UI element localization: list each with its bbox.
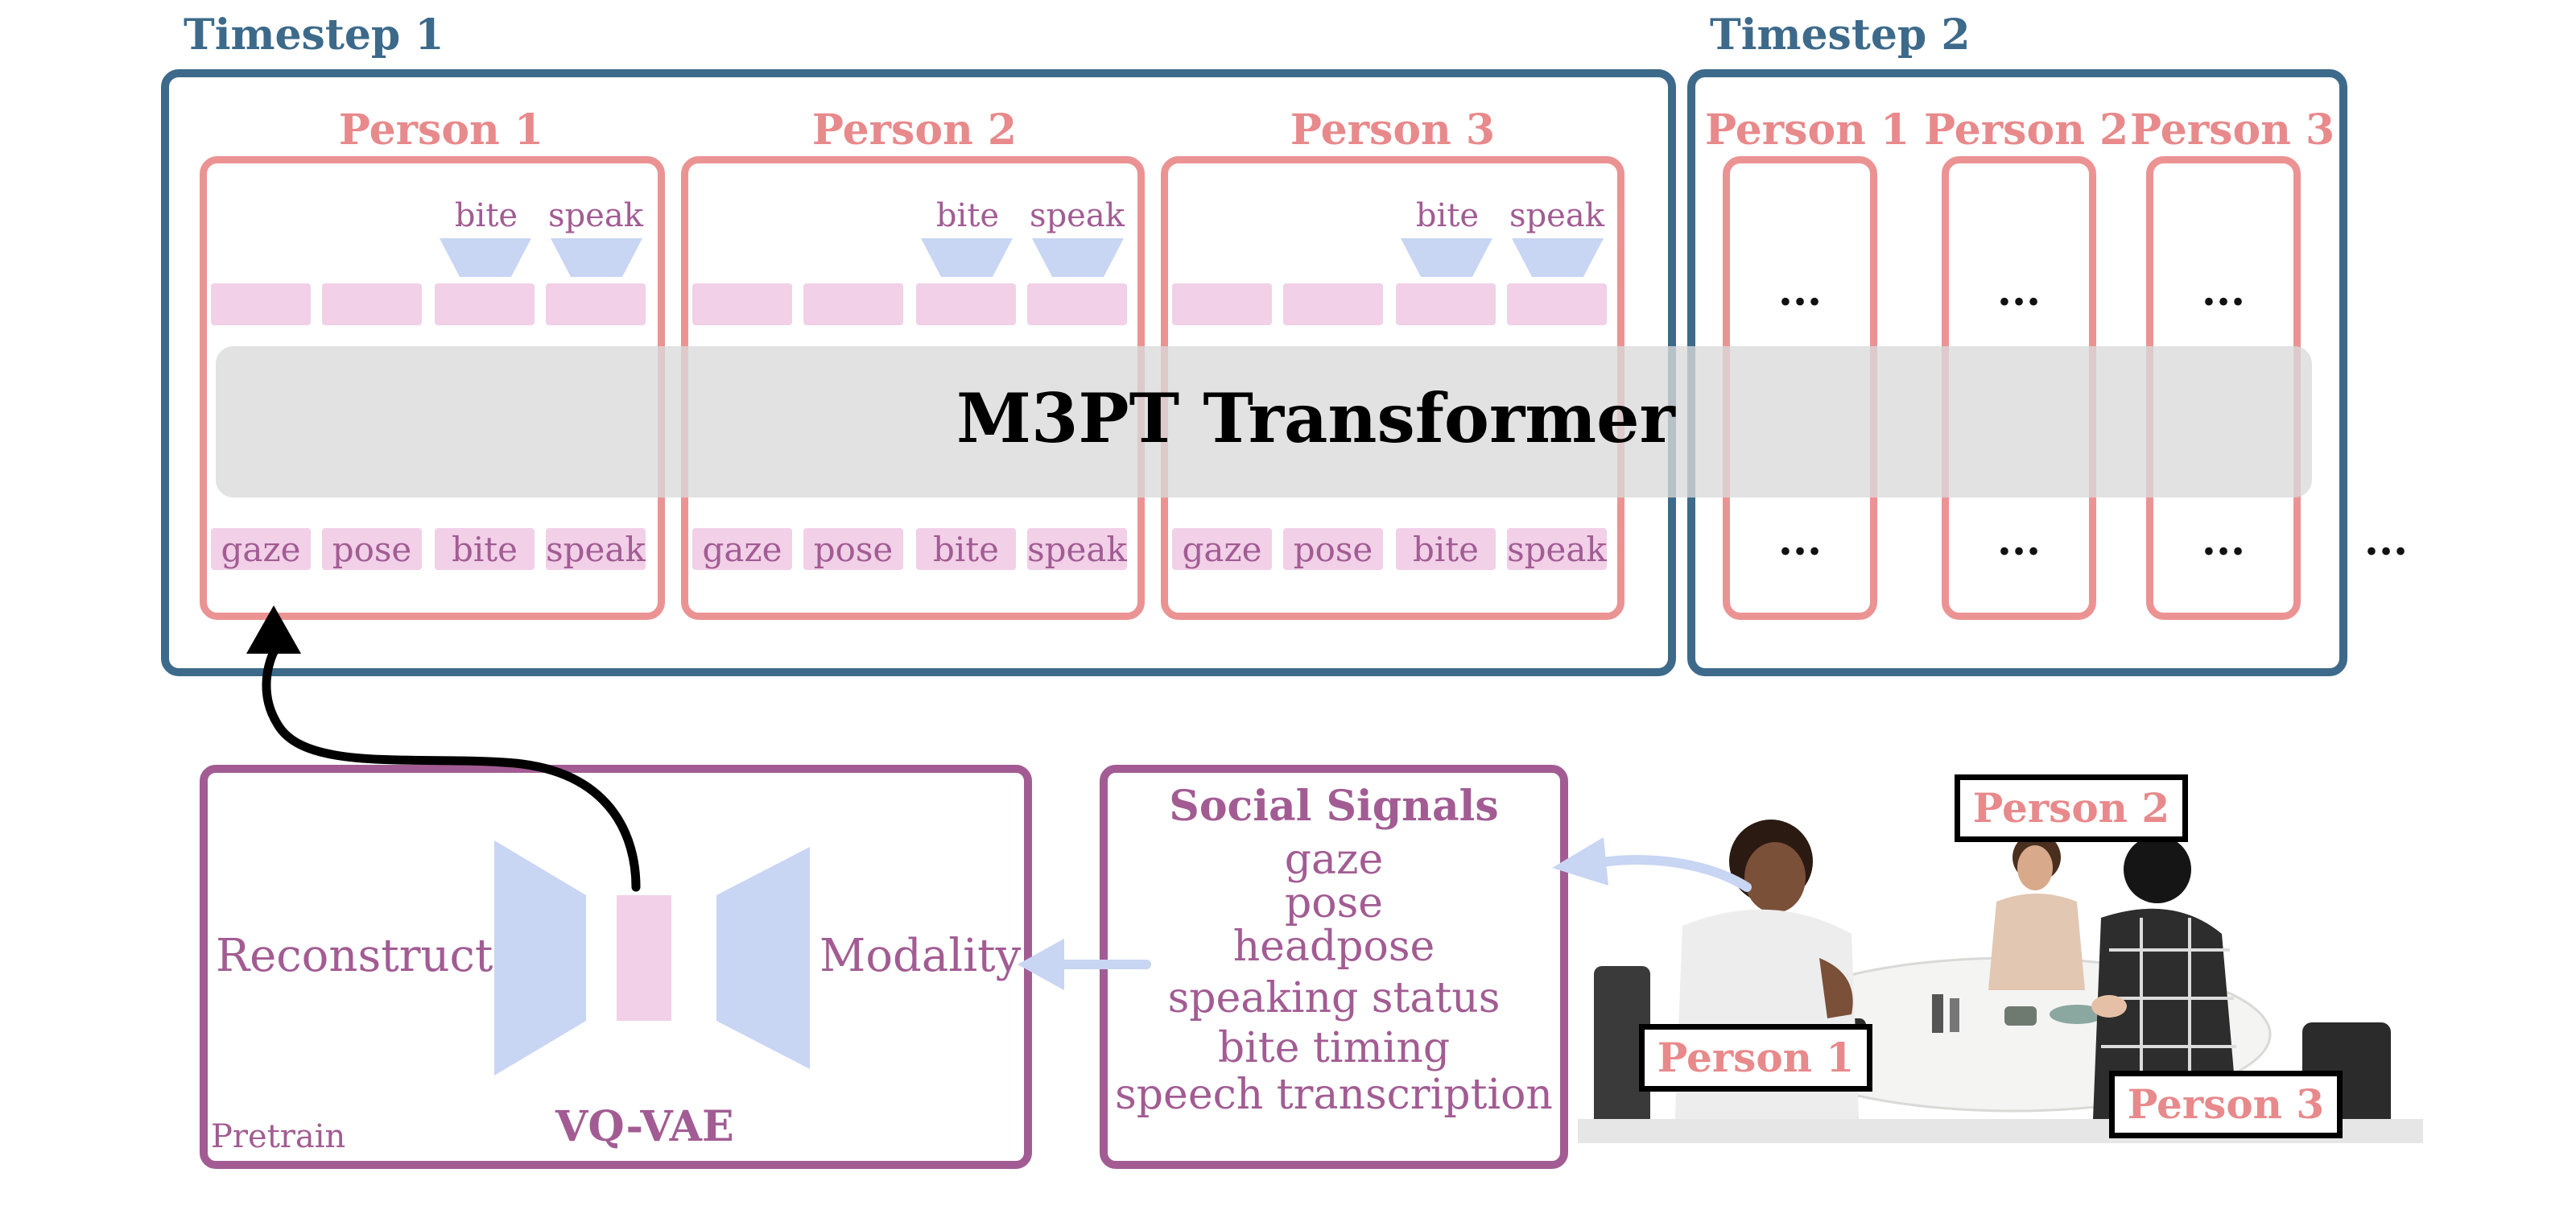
timestep-1-title: Timestep 1 [184, 10, 444, 60]
signal-item: speech transcription [1115, 1071, 1553, 1119]
input-token-pose: pose [1283, 528, 1383, 570]
photo-to-signals-arrow [1593, 854, 1752, 892]
vqvae-decoder [494, 840, 586, 1076]
output-token [916, 283, 1016, 325]
output-token [1027, 283, 1127, 325]
output-token [1507, 283, 1607, 325]
photo-label-person-3: Person 3 [2109, 1071, 2343, 1138]
input-token-bite: bite [435, 528, 535, 570]
output-label-bite: bite [935, 197, 1000, 234]
signal-item: bite timing [1217, 1024, 1451, 1072]
vqvae-encoder [716, 847, 810, 1069]
input-token-speak: speak [1507, 528, 1607, 570]
output-token [322, 283, 422, 325]
vqvae-label: VQ-VAE [555, 1102, 734, 1151]
input-token-bite: bite [916, 528, 1016, 570]
photo-label-person-2: Person 2 [1955, 774, 2188, 842]
signals-to-vqvae-arrow-head [1018, 939, 1064, 990]
person-2-title: Person 2 [811, 105, 1018, 155]
ellipsis: ... [1777, 266, 1823, 316]
ellipsis: ... [1996, 266, 2041, 316]
t2-person-1-title: Person 1 [1705, 105, 1910, 155]
m3pt-transformer [216, 346, 2312, 498]
photo-to-signals-arrow-head [1552, 837, 1608, 886]
signal-item: headpose [1232, 923, 1435, 971]
embedding-arrow [262, 647, 641, 892]
input-token-pose: pose [322, 528, 422, 570]
social-signals-title: Social Signals [1169, 782, 1499, 831]
timestep-2-title: Timestep 2 [1710, 10, 1971, 60]
output-token [1172, 283, 1272, 325]
ellipsis: ... [2201, 516, 2246, 565]
input-token-pose: pose [803, 528, 903, 570]
output-label-speak: speak [548, 197, 643, 234]
person-1-title: Person 1 [338, 105, 544, 155]
signal-item: pose [1284, 879, 1384, 927]
output-label-speak: speak [1509, 197, 1604, 234]
output-label-bite: bite [1415, 197, 1480, 234]
vqvae-codebook [617, 895, 671, 1021]
input-token-speak: speak [546, 528, 646, 570]
signal-item: speaking status [1167, 974, 1501, 1022]
input-token-gaze: gaze [1172, 528, 1272, 570]
photo-label-person-1: Person 1 [1639, 1024, 1872, 1092]
t2-person-3-title: Person 3 [2130, 105, 2335, 155]
ellipsis: ... [1777, 516, 1823, 565]
ellipsis: ... [1996, 516, 2041, 565]
input-token-bite: bite [1396, 528, 1496, 570]
ellipsis-continuation: ... [2363, 516, 2409, 565]
output-token [803, 283, 903, 325]
output-label-bite: bite [454, 197, 518, 234]
input-token-speak: speak [1027, 528, 1127, 570]
pretrain-label: Pretrain [211, 1118, 346, 1155]
output-token [435, 283, 535, 325]
output-token [546, 283, 646, 325]
signal-item: gaze [1284, 836, 1384, 884]
t2-person-2-title: Person 2 [1924, 105, 2129, 155]
reconstruct-label: Reconstruct [216, 930, 493, 982]
embedding-arrow-head [246, 605, 301, 654]
output-token [1283, 283, 1383, 325]
input-token-gaze: gaze [211, 528, 311, 570]
ellipsis: ... [2201, 266, 2246, 316]
input-token-gaze: gaze [692, 528, 792, 570]
person-3-title: Person 3 [1290, 105, 1496, 155]
output-token [692, 283, 792, 325]
modality-label: Modality [819, 930, 1022, 982]
output-token [211, 283, 311, 325]
output-token [1396, 283, 1496, 325]
output-label-speak: speak [1030, 197, 1125, 234]
transformer-label: M3PT Transformer [956, 378, 1675, 458]
